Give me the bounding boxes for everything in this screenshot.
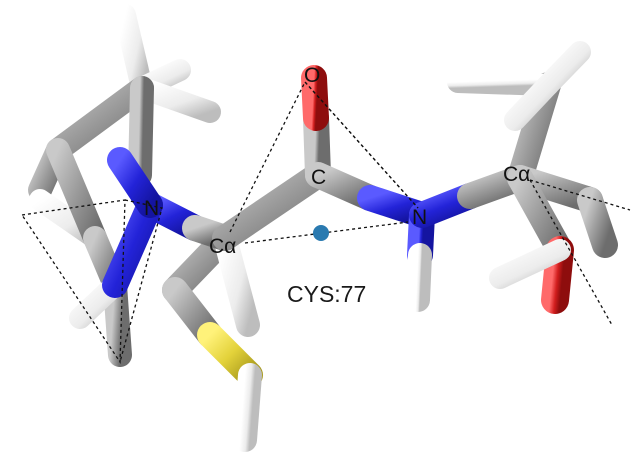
center-marker — [313, 225, 329, 241]
cys-residue-sticks — [102, 65, 533, 452]
atom-label-nitrogen-left: N — [144, 197, 159, 220]
atom-label-carbon: C — [311, 166, 326, 189]
atom-label-oxygen: O — [304, 64, 320, 87]
dashed-planes — [21, 80, 631, 365]
right-residue-sticks — [447, 41, 618, 314]
residue-label: CYS:77 — [287, 281, 366, 307]
atom-label-calpha-right: Cα — [503, 163, 530, 186]
atom-label-nitrogen-right: N — [412, 206, 427, 229]
atom-label-calpha-center: Cα — [209, 235, 236, 258]
